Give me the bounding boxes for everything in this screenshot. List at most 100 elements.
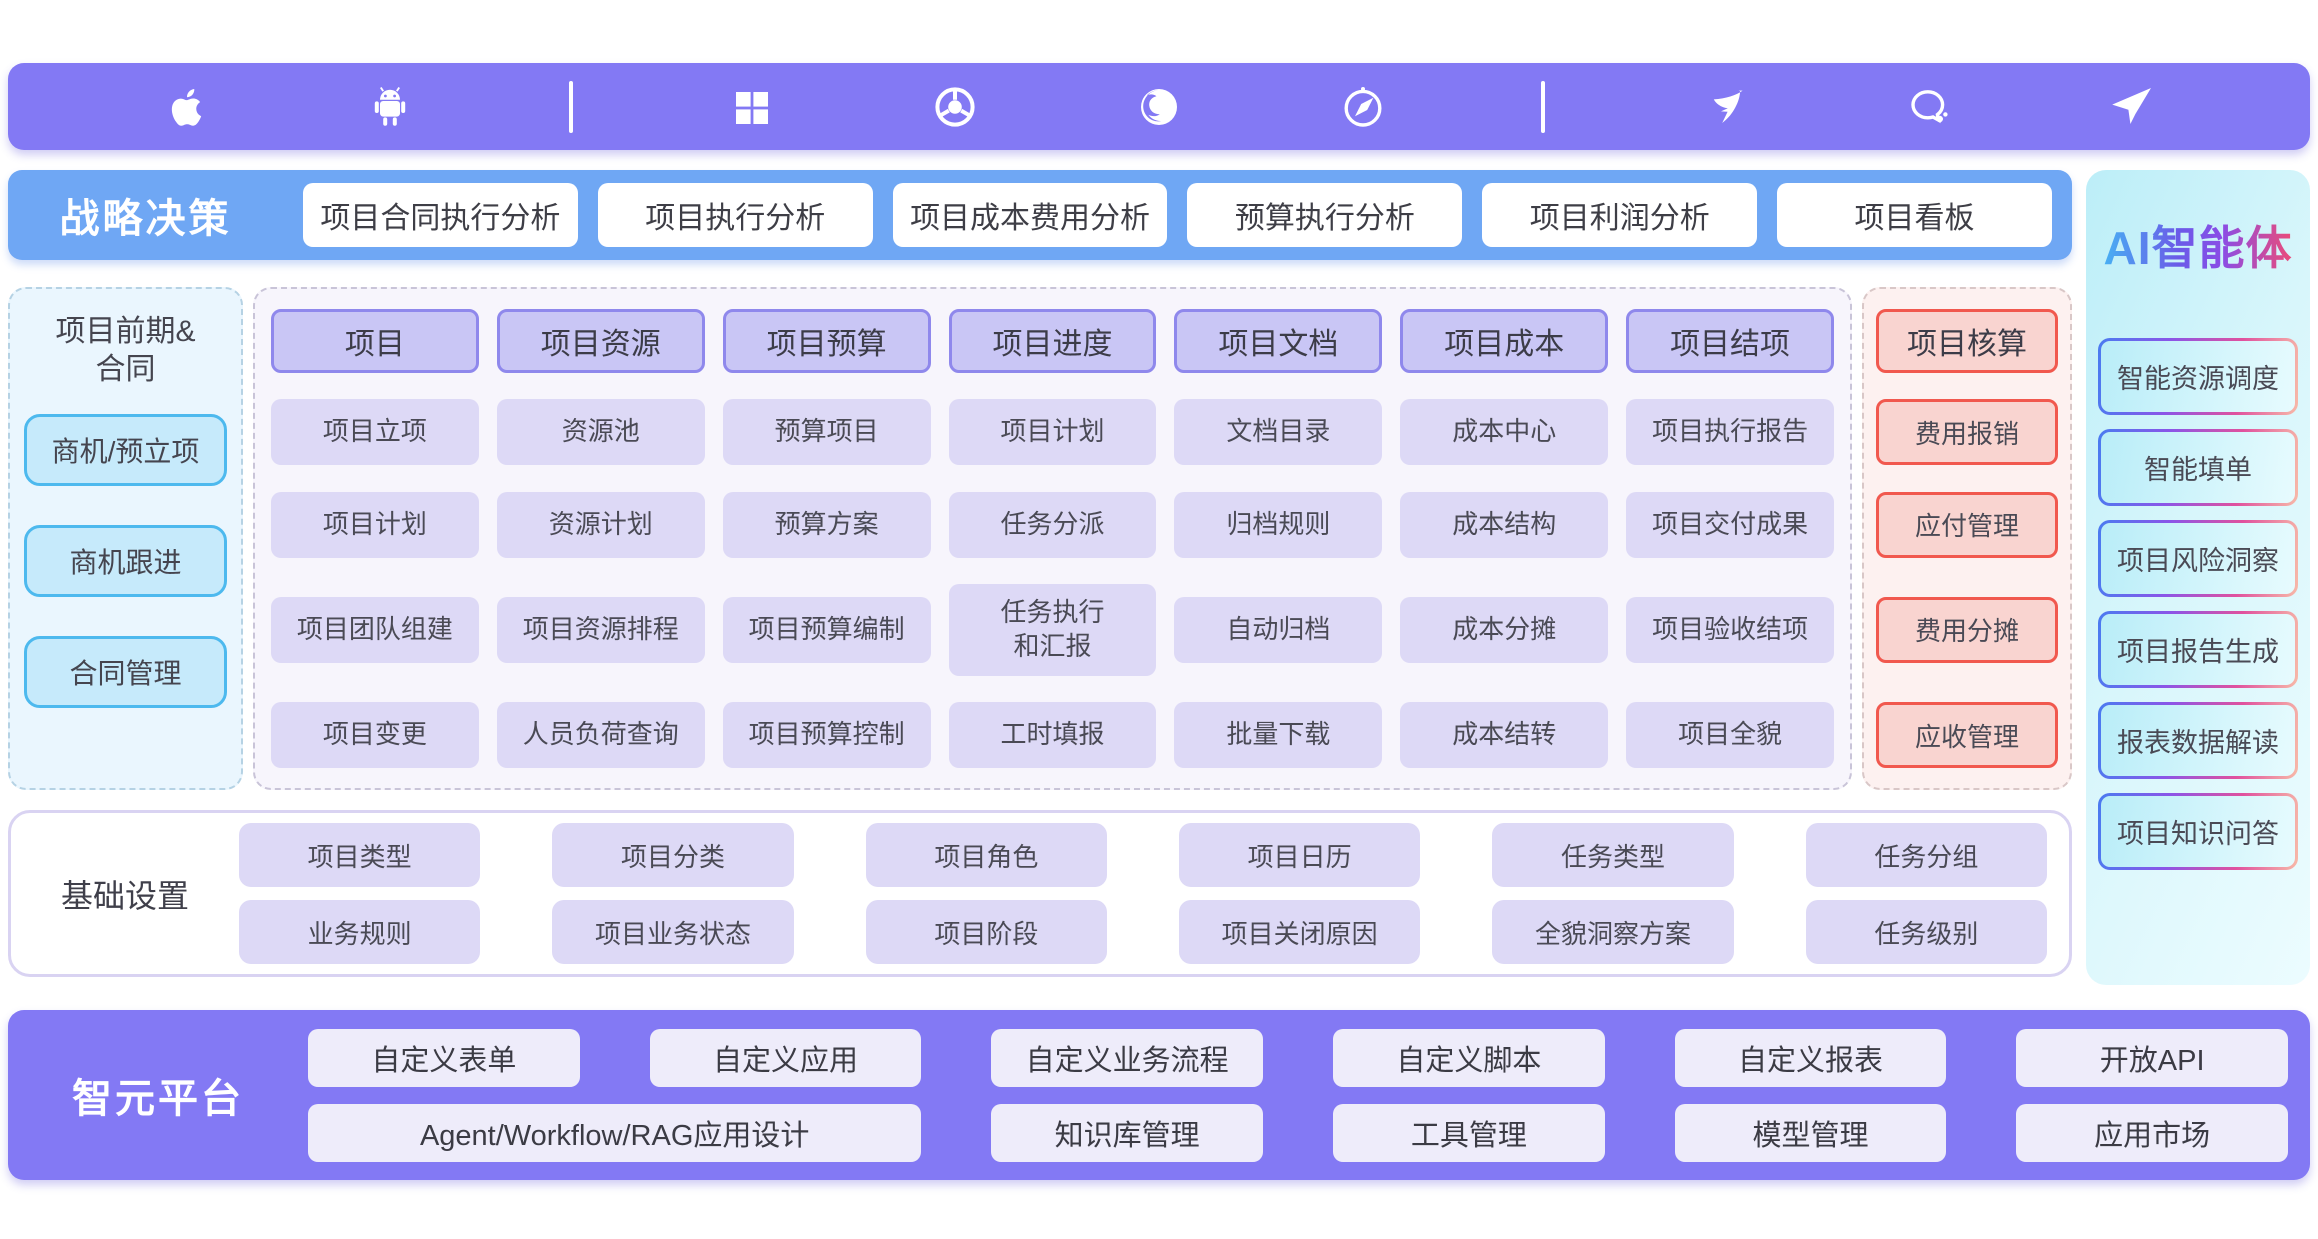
ai-agent-item[interactable]: 智能资源调度 <box>2098 338 2298 415</box>
grid-cell[interactable]: 项目立项 <box>271 399 479 466</box>
middle-band: 项目前期& 合同 商机/预立项 商机跟进 合同管理 项目 项目资源 项目预算 项… <box>8 287 2072 790</box>
grid-cell[interactable]: 项目全貌 <box>1626 702 1834 768</box>
grid-cell[interactable]: 任务分派 <box>948 491 1157 558</box>
strategy-item[interactable]: 项目利润分析 <box>1482 183 1758 247</box>
grid-cell[interactable]: 项目预算编制 <box>722 596 931 663</box>
grid-cell[interactable]: 项目预算控制 <box>722 702 931 768</box>
grid-cell[interactable]: 预算方案 <box>722 491 931 558</box>
basic-cell[interactable]: 任务级别 <box>1805 900 2047 964</box>
basic-cell[interactable]: 项目关闭原因 <box>1178 900 1421 964</box>
grid-cell[interactable]: 人员负荷查询 <box>496 702 705 768</box>
grid-cell[interactable]: 成本中心 <box>1400 399 1609 466</box>
strategy-section: 战略决策 项目合同执行分析 项目执行分析 项目成本费用分析 预算执行分析 项目利… <box>8 170 2072 260</box>
accounting-cell[interactable]: 费用分摊 <box>1876 596 2058 663</box>
platform-grid: 自定义表单 自定义应用 自定义业务流程 自定义脚本 自定义报表 开放API Ag… <box>308 1028 2288 1162</box>
basic-cell[interactable]: 项目角色 <box>865 823 1107 887</box>
grid-cell[interactable]: 自动归档 <box>1174 596 1383 663</box>
ai-agent-item[interactable]: 项目报告生成 <box>2098 611 2298 688</box>
strategy-item[interactable]: 项目合同执行分析 <box>303 183 578 247</box>
platform-item[interactable]: 工具管理 <box>1332 1103 1605 1162</box>
grid-cell[interactable]: 任务执行 和汇报 <box>948 583 1157 676</box>
basic-cell[interactable]: 任务分组 <box>1805 823 2047 887</box>
platform-item[interactable]: 自定义脚本 <box>1332 1028 1605 1087</box>
apple-icon <box>162 82 212 132</box>
ai-agent-item[interactable]: 项目知识问答 <box>2098 793 2298 870</box>
basic-cell[interactable]: 项目阶段 <box>865 900 1107 964</box>
grid-cell[interactable]: 文档目录 <box>1174 399 1383 466</box>
grid-header[interactable]: 项目进度 <box>948 309 1157 373</box>
divider <box>568 80 573 133</box>
basic-cell[interactable]: 项目业务状态 <box>552 900 794 964</box>
basic-settings-grid: 项目类型 项目分类 项目角色 项目日历 任务类型 任务分组 业务规则 项目业务状… <box>239 823 2047 964</box>
platform-item[interactable]: 应用市场 <box>2016 1103 2288 1162</box>
platform-item[interactable]: Agent/Workflow/RAG应用设计 <box>308 1103 922 1162</box>
grid-cell[interactable]: 项目交付成果 <box>1626 491 1834 558</box>
windows-icon <box>727 82 777 132</box>
strategy-item[interactable]: 项目看板 <box>1777 183 2052 247</box>
platform-item[interactable]: 模型管理 <box>1674 1103 1947 1162</box>
presales-item[interactable]: 商机跟进 <box>24 525 227 597</box>
presales-panel-title: 项目前期& 合同 <box>55 315 196 386</box>
ai-agent-item[interactable]: 智能填单 <box>2098 429 2298 506</box>
basic-cell[interactable]: 项目分类 <box>552 823 794 887</box>
presales-item[interactable]: 合同管理 <box>24 636 227 708</box>
grid-cell[interactable]: 成本分摊 <box>1400 596 1609 663</box>
strategy-item[interactable]: 项目执行分析 <box>597 183 873 247</box>
ai-agent-panel: AI智能体 智能资源调度 智能填单 项目风险洞察 项目报告生成 报表数据解读 项… <box>2086 170 2310 985</box>
basic-cell[interactable]: 项目类型 <box>239 823 481 887</box>
grid-cell[interactable]: 成本结转 <box>1400 702 1609 768</box>
android-icon <box>365 82 415 132</box>
platform-item[interactable]: 自定义业务流程 <box>991 1028 1263 1087</box>
basic-settings-title: 基础设置 <box>60 877 189 914</box>
strategy-item[interactable]: 预算执行分析 <box>1187 183 1463 247</box>
grid-cell[interactable]: 项目计划 <box>948 399 1157 466</box>
grid-cell[interactable]: 预算项目 <box>722 399 931 466</box>
platform-section-title: 智元平台 <box>72 1077 244 1121</box>
grid-cell[interactable]: 项目计划 <box>271 491 479 558</box>
grid-cell[interactable]: 工时填报 <box>948 702 1157 768</box>
dingtalk-icon <box>1699 82 1749 132</box>
grid-header[interactable]: 项目成本 <box>1400 309 1609 373</box>
grid-cell[interactable]: 项目团队组建 <box>271 596 479 663</box>
platform-item[interactable]: 开放API <box>2016 1028 2288 1087</box>
basic-cell[interactable]: 全貌洞察方案 <box>1492 900 1734 964</box>
accounting-header[interactable]: 项目核算 <box>1876 309 2058 373</box>
platform-section: 智元平台 自定义表单 自定义应用 自定义业务流程 自定义脚本 自定义报表 开放A… <box>8 1010 2310 1180</box>
platform-item[interactable]: 自定义表单 <box>308 1028 580 1087</box>
basic-cell[interactable]: 业务规则 <box>239 900 481 964</box>
grid-header[interactable]: 项目 <box>271 309 479 373</box>
ai-agent-item[interactable]: 报表数据解读 <box>2098 702 2298 779</box>
presales-panel: 项目前期& 合同 商机/预立项 商机跟进 合同管理 <box>8 287 243 790</box>
grid-header[interactable]: 项目资源 <box>496 309 705 373</box>
platform-item[interactable]: 知识库管理 <box>991 1103 1263 1162</box>
presales-item[interactable]: 商机/预立项 <box>24 414 227 486</box>
grid-header[interactable]: 项目文档 <box>1174 309 1383 373</box>
grid-cell[interactable]: 项目变更 <box>271 702 479 768</box>
strategy-section-title: 战略决策 <box>59 197 232 241</box>
grid-cell[interactable]: 成本结构 <box>1400 491 1609 558</box>
ai-agent-item[interactable]: 项目风险洞察 <box>2098 520 2298 597</box>
platform-item[interactable]: 自定义报表 <box>1674 1028 1947 1087</box>
platform-item[interactable]: 自定义应用 <box>649 1028 922 1087</box>
basic-settings-panel: 基础设置 项目类型 项目分类 项目角色 项目日历 任务类型 任务分组 业务规则 … <box>8 810 2072 977</box>
accounting-cell[interactable]: 费用报销 <box>1876 399 2058 466</box>
grid-cell[interactable]: 资源池 <box>496 399 705 466</box>
ai-agent-title: AI智能体 <box>2098 212 2298 278</box>
grid-cell[interactable]: 批量下载 <box>1174 702 1383 768</box>
grid-cell[interactable]: 项目执行报告 <box>1626 399 1834 466</box>
project-modules-grid: 项目 项目资源 项目预算 项目进度 项目文档 项目成本 项目结项 项目立项 资源… <box>253 287 1852 790</box>
strategy-item[interactable]: 项目成本费用分析 <box>892 183 1168 247</box>
grid-cell[interactable]: 资源计划 <box>496 491 705 558</box>
grid-cell[interactable]: 项目资源排程 <box>496 596 705 663</box>
wecom-icon <box>1903 82 1953 132</box>
basic-cell[interactable]: 项目日历 <box>1178 823 1421 887</box>
accounting-cell[interactable]: 应收管理 <box>1876 702 2058 768</box>
accounting-cell[interactable]: 应付管理 <box>1876 491 2058 558</box>
grid-cell[interactable]: 归档规则 <box>1174 491 1383 558</box>
grid-cell[interactable]: 项目验收结项 <box>1626 596 1834 663</box>
grid-header[interactable]: 项目预算 <box>722 309 931 373</box>
grid-header[interactable]: 项目结项 <box>1626 309 1834 373</box>
chrome-icon <box>930 82 980 132</box>
basic-cell[interactable]: 任务类型 <box>1492 823 1734 887</box>
